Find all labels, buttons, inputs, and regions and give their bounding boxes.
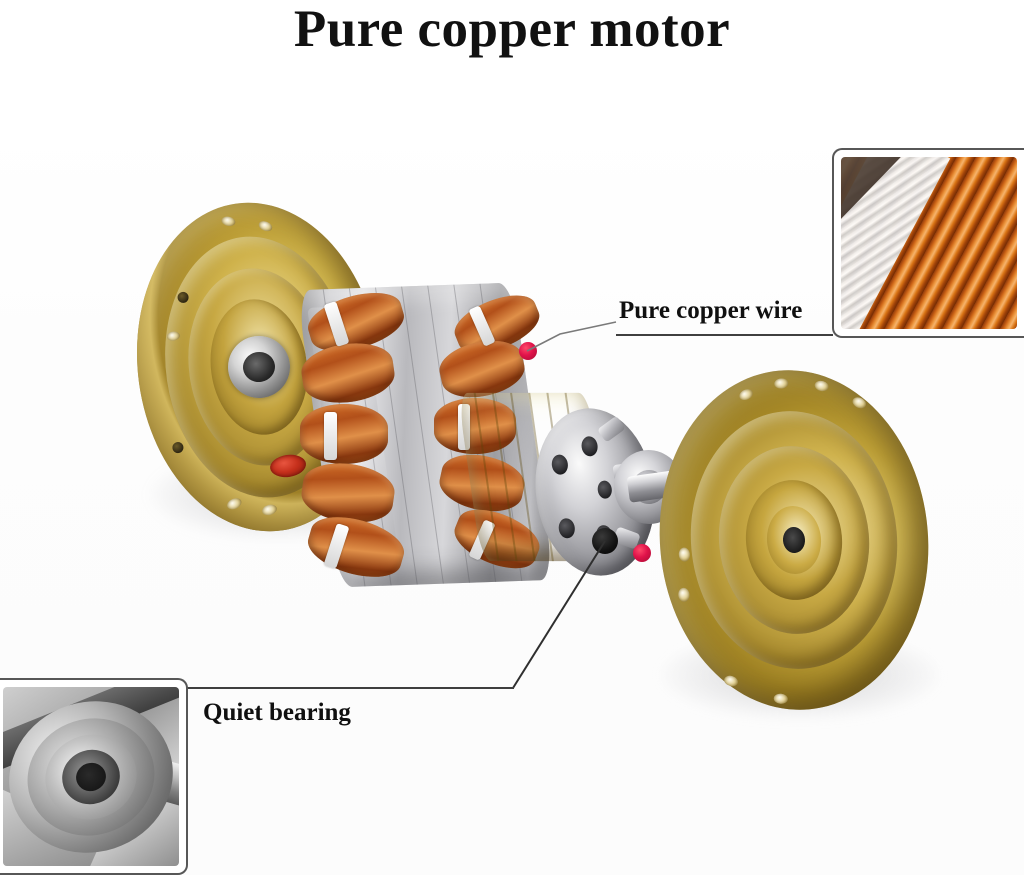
bearing-texture: [3, 687, 179, 866]
copper-winding-bundle: [302, 507, 410, 587]
winding-tie: [324, 412, 337, 460]
fan-hole: [580, 435, 599, 458]
right-end-bell: [645, 358, 943, 722]
copper-wire-anchor-marker: [519, 342, 537, 360]
winding-tie: [458, 404, 470, 450]
stator-windings-rear: [430, 285, 560, 590]
page-title: Pure copper motor: [293, 0, 731, 58]
inset-copper-wire-image: [841, 157, 1017, 329]
stator-windings-front: [298, 283, 420, 588]
copper-winding-bundle: [300, 404, 388, 464]
fan-hole: [557, 517, 577, 540]
marker-red-secondary: [633, 544, 651, 562]
fan-hole: [550, 453, 570, 476]
copper-winding-bundle: [434, 398, 516, 454]
bearing-anchor-marker: [592, 528, 618, 554]
copper-winding-bundle: [298, 337, 398, 409]
motor-exploded-diagram: [0, 120, 1024, 722]
inset-copper-wire-photo: [832, 148, 1024, 338]
fan-lug: [596, 415, 626, 443]
label-pure-copper-wire: Pure copper wire: [619, 297, 803, 324]
copper-strands-texture: [841, 157, 1017, 329]
inset-bearing-image: [3, 687, 179, 866]
fan-hole: [596, 479, 613, 500]
label-quiet-bearing: Quiet bearing: [203, 699, 351, 726]
inset-bearing-photo: [0, 678, 188, 875]
